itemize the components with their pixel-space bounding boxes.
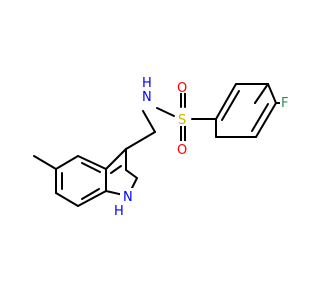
bond-n-ch2 [142,110,156,133]
bond [255,102,277,138]
hydrogen-atom: H [142,76,152,91]
bond [267,83,277,104]
atom-labels: N H S O O F N H [114,76,292,219]
bond [110,165,122,174]
bond [77,155,107,170]
bond [215,83,237,120]
bond-n-s [156,107,175,117]
bond [221,90,240,121]
bond-ch2-ch2 [125,131,156,150]
fluorine-atom: F [281,96,288,111]
bond [105,148,127,170]
bond-methyl [33,155,57,170]
bond [55,155,79,170]
structure-canvas: N H S O O F N H [33,76,292,219]
oxygen-atom-top: O [177,81,187,96]
indole-nitrogen-atom: N [123,190,133,205]
bond [251,103,269,132]
indole-hydrogen-atom: H [114,204,124,219]
bond [125,169,138,179]
molecule-diagram: N H S O O F N H [33,76,292,219]
fluorophenyl-ring [215,83,277,138]
sulfur-atom: S [178,113,186,128]
oxygen-atom-bottom: O [177,143,187,158]
nitrogen-atom: N [142,90,152,105]
bond [254,83,269,104]
bond [81,162,101,173]
bond [81,188,100,200]
bond [77,190,107,207]
bond [55,192,79,207]
